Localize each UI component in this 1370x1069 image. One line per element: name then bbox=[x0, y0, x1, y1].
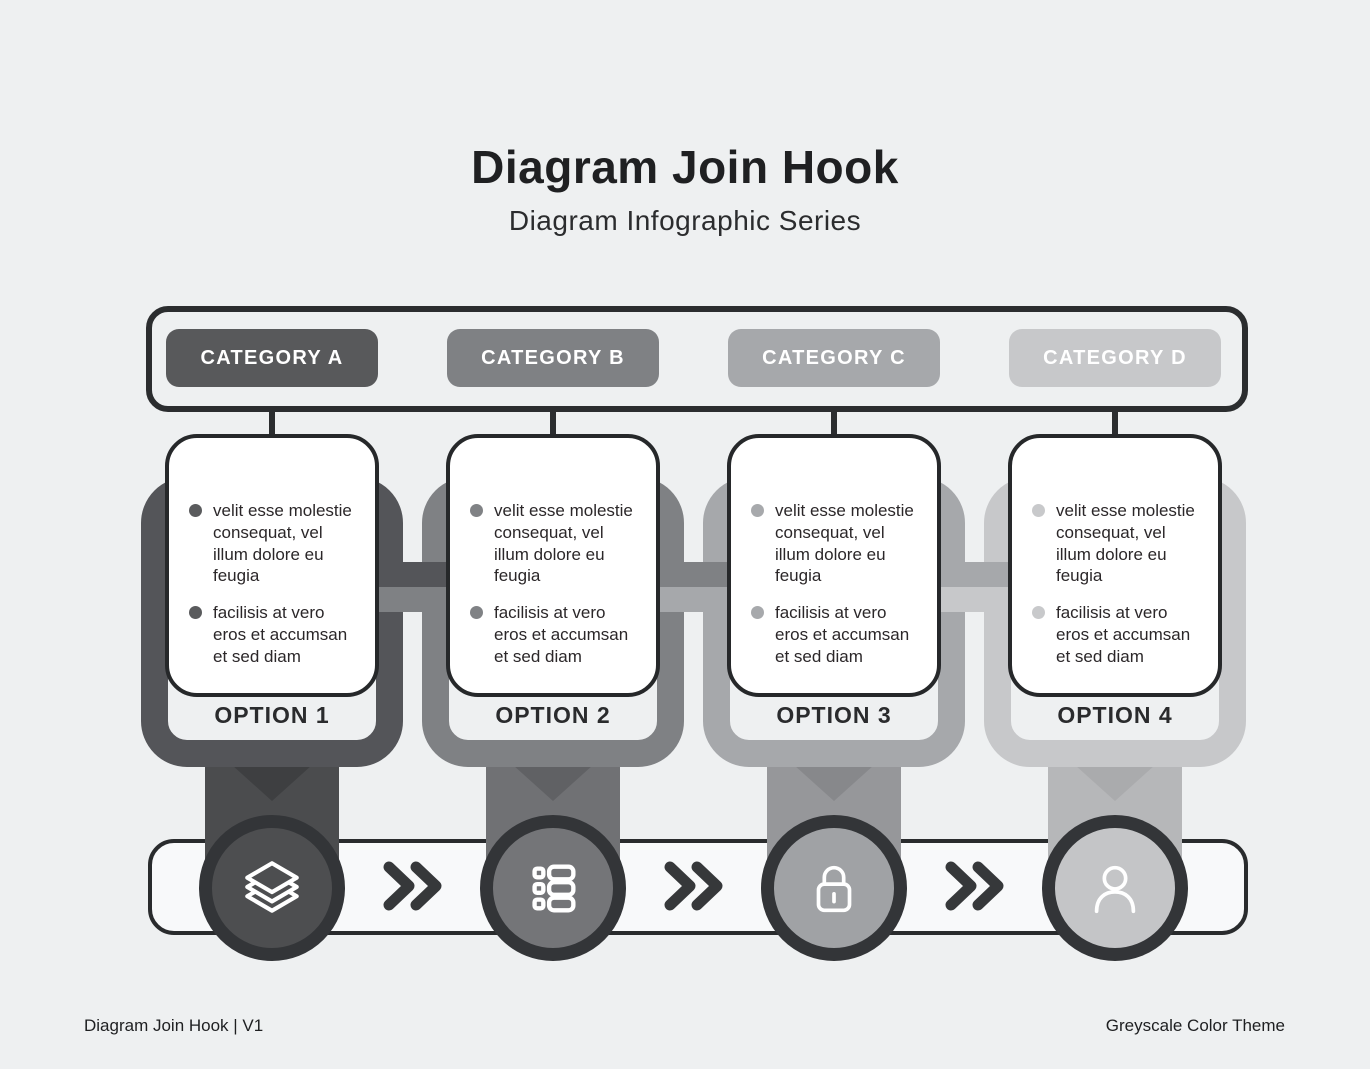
bullet-item: facilisis at vero eros et accumsan et se… bbox=[1032, 602, 1204, 667]
bullet-dot bbox=[751, 606, 764, 619]
bullet-text: velit esse molestie consequat, vel illum… bbox=[775, 501, 914, 586]
list-icon bbox=[532, 864, 576, 913]
connector-line bbox=[550, 410, 556, 437]
step-circle bbox=[761, 815, 907, 961]
bullet-dot bbox=[1032, 606, 1045, 619]
bullet-item: velit esse molestie consequat, vel illum… bbox=[470, 500, 642, 587]
bullet-text: facilisis at vero eros et accumsan et se… bbox=[775, 603, 910, 666]
category-b-label: CATEGORY B bbox=[481, 346, 625, 369]
category-a-label: CATEGORY A bbox=[200, 346, 344, 369]
page-title: Diagram Join Hook bbox=[471, 141, 899, 193]
category-c-label: CATEGORY C bbox=[762, 346, 906, 369]
category-pill-a: CATEGORY A bbox=[166, 329, 378, 387]
lock-icon bbox=[816, 865, 852, 913]
category-pill-c: CATEGORY C bbox=[728, 329, 940, 387]
bullet-dot bbox=[189, 606, 202, 619]
ribbon-notch bbox=[232, 765, 312, 801]
footer-version-text: Diagram Join Hook | V1 bbox=[84, 1016, 264, 1035]
option-column-4: OPTION 4 velit esse molestie consequat, … bbox=[984, 0, 1246, 1069]
connector-line bbox=[1112, 410, 1118, 437]
bullet-text: velit esse molestie consequat, vel illum… bbox=[213, 501, 352, 586]
category-pill-d: CATEGORY D bbox=[1009, 329, 1221, 387]
option-label: OPTION 3 bbox=[776, 702, 892, 728]
double-chevron-icon bbox=[661, 858, 727, 914]
bullet-text: facilisis at vero eros et accumsan et se… bbox=[1056, 603, 1191, 666]
category-pill-b: CATEGORY B bbox=[447, 329, 659, 387]
bullet-item: facilisis at vero eros et accumsan et se… bbox=[470, 602, 642, 667]
ribbon-notch bbox=[513, 765, 593, 801]
bullet-dot bbox=[189, 504, 202, 517]
option-card: velit esse molestie consequat, vel illum… bbox=[446, 434, 660, 697]
option-column-2: OPTION 2 velit esse molestie consequat, … bbox=[422, 0, 684, 1069]
bullet-text: facilisis at vero eros et accumsan et se… bbox=[213, 603, 348, 666]
bullet-dot bbox=[751, 504, 764, 517]
bullet-text: facilisis at vero eros et accumsan et se… bbox=[494, 603, 629, 666]
user-icon bbox=[1094, 865, 1136, 914]
option-column-3: OPTION 3 velit esse molestie consequat, … bbox=[703, 0, 965, 1069]
ribbon-notch bbox=[1075, 765, 1155, 801]
page-subtitle: Diagram Infographic Series bbox=[508, 205, 862, 236]
double-chevron-icon bbox=[942, 858, 1008, 914]
bullet-item: velit esse molestie consequat, vel illum… bbox=[1032, 500, 1204, 587]
option-card: velit esse molestie consequat, vel illum… bbox=[1008, 434, 1222, 697]
category-d-label: CATEGORY D bbox=[1043, 346, 1187, 369]
footer-theme-text: Greyscale Color Theme bbox=[1105, 1016, 1285, 1035]
bullet-dot bbox=[470, 504, 483, 517]
option-label: OPTION 4 bbox=[1057, 702, 1173, 728]
step-circle bbox=[1042, 815, 1188, 961]
bullet-item: facilisis at vero eros et accumsan et se… bbox=[189, 602, 361, 667]
bullet-dot bbox=[1032, 504, 1045, 517]
bullet-text: velit esse molestie consequat, vel illum… bbox=[494, 501, 633, 586]
layers-icon bbox=[245, 861, 299, 913]
bullet-item: velit esse molestie consequat, vel illum… bbox=[751, 500, 923, 587]
bullet-item: velit esse molestie consequat, vel illum… bbox=[189, 500, 361, 587]
step-circle bbox=[199, 815, 345, 961]
option-card: velit esse molestie consequat, vel illum… bbox=[727, 434, 941, 697]
option-label: OPTION 1 bbox=[214, 702, 330, 728]
double-chevron-icon bbox=[380, 858, 446, 914]
ribbon-notch bbox=[794, 765, 874, 801]
category-frame bbox=[146, 306, 1248, 412]
bullet-text: velit esse molestie consequat, vel illum… bbox=[1056, 501, 1195, 586]
connector-line bbox=[831, 410, 837, 437]
bullet-dot bbox=[470, 606, 483, 619]
option-card: velit esse molestie consequat, vel illum… bbox=[165, 434, 379, 697]
option-label: OPTION 2 bbox=[495, 702, 611, 728]
step-circle bbox=[480, 815, 626, 961]
bullet-item: facilisis at vero eros et accumsan et se… bbox=[751, 602, 923, 667]
connector-line bbox=[269, 410, 275, 437]
